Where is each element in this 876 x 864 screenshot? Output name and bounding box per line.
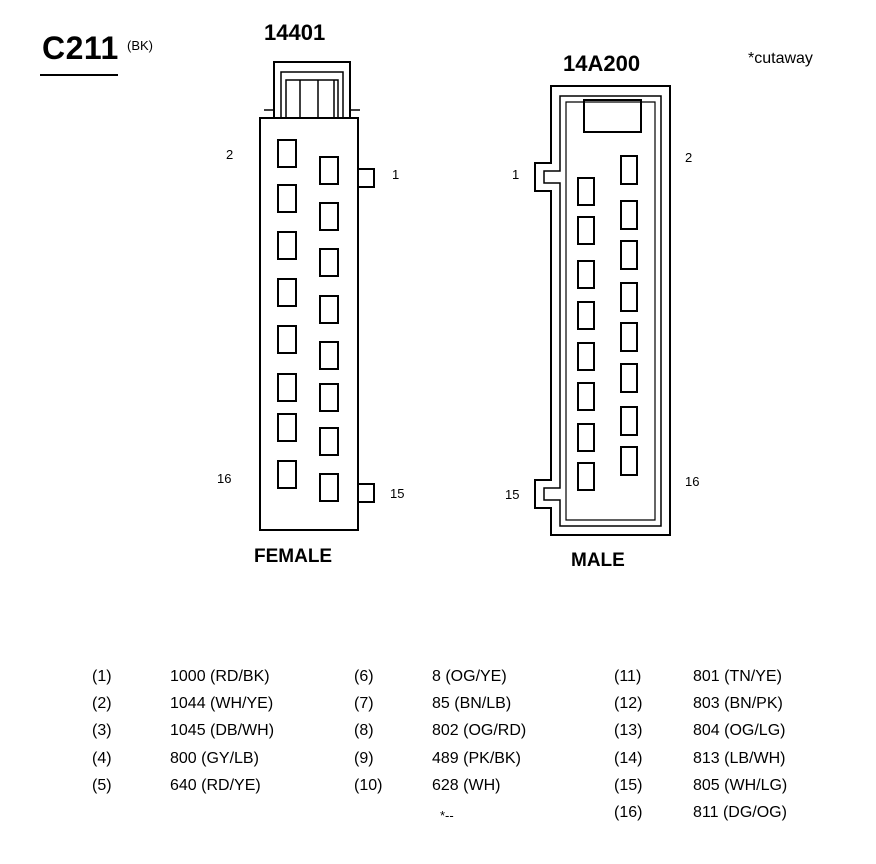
pinout-pin-number: (12): [614, 695, 643, 712]
male-pin-label-last-right: 16: [685, 474, 700, 489]
male-cavity: [620, 363, 638, 393]
male-pin-label-first-right: 2: [685, 150, 693, 165]
pinout-pin-number: (15): [614, 777, 643, 794]
male-cavity: [577, 423, 595, 452]
pinout-circuit: 1045 (DB/WH): [170, 722, 275, 739]
connector-id-underline: [40, 74, 118, 76]
male-cavities: [577, 155, 638, 491]
pinout-pin-number: (8): [354, 722, 374, 739]
female-key-top: [357, 168, 375, 188]
pinout-pin-number: (1): [92, 668, 112, 685]
female-pin-label-first-right: 1: [392, 167, 400, 182]
male-label: MALE: [571, 550, 625, 571]
female-cavity: [319, 383, 339, 412]
cutaway-note: *cutaway: [748, 50, 813, 67]
pinout-pin-number: (11): [614, 668, 642, 685]
male-cavity: [577, 382, 595, 411]
male-cavity: [577, 462, 595, 491]
pinout-pin-number: (7): [354, 695, 374, 712]
pinout-circuit: 804 (OG/LG): [693, 722, 786, 739]
male-outer-shell: [534, 85, 671, 536]
male-top-window: [583, 99, 642, 133]
male-pin-label-first-left: 1: [512, 167, 520, 182]
pinout-pin-number: (13): [614, 722, 643, 739]
female-cavity: [277, 460, 297, 489]
pinout-pin-number: (4): [92, 750, 112, 767]
pinout-circuit: 8 (OG/YE): [432, 668, 507, 685]
female-cavity: [277, 184, 297, 213]
female-cavity: [277, 373, 297, 402]
pinout-pin-number: (3): [92, 722, 112, 739]
pinout-pin-number: (14): [614, 750, 643, 767]
female-connector: [259, 61, 375, 531]
pinout-circuit: 489 (PK/BK): [432, 750, 521, 767]
female-pin-label-first-left: 2: [226, 147, 234, 162]
pinout-circuit: 803 (BN/PK): [693, 695, 783, 712]
pinout-circuit: 801 (TN/YE): [693, 668, 782, 685]
pinout-circuit: 813 (LB/WH): [693, 750, 786, 767]
male-cavity: [577, 216, 595, 245]
female-cavity: [319, 202, 339, 231]
connector-color: (BK): [127, 38, 153, 53]
male-cavity: [620, 155, 638, 185]
pinout-pin-number: (9): [354, 750, 374, 767]
male-cavity: [620, 240, 638, 270]
pinout-circuit: 1000 (RD/BK): [170, 668, 270, 685]
male-cavity: [620, 200, 638, 230]
female-cavity: [319, 248, 339, 277]
female-pin-label-last-right: 15: [390, 486, 405, 501]
female-cavity: [319, 427, 339, 456]
pinout-pin-number: (5): [92, 777, 112, 794]
pinout-footnote: *--: [440, 808, 454, 823]
connector-id: C211: [42, 30, 119, 66]
pinout-circuit: 805 (WH/LG): [693, 777, 788, 794]
female-key-bottom: [357, 483, 375, 503]
pinout-pin-number: (6): [354, 668, 374, 685]
male-cavity: [620, 282, 638, 312]
pinout-circuit: 800 (GY/LB): [170, 750, 259, 767]
pinout-circuit: 85 (BN/LB): [432, 695, 512, 712]
female-cavity: [277, 413, 297, 442]
pinout-circuit: 802 (OG/RD): [432, 722, 527, 739]
pinout-pin-number: (2): [92, 695, 112, 712]
male-part-number: 14A200: [563, 51, 641, 76]
male-cavity: [577, 177, 595, 206]
pinout-pin-number: (16): [614, 804, 643, 821]
female-cavity: [277, 325, 297, 354]
female-cavity: [319, 341, 339, 370]
pinout-circuit: 628 (WH): [432, 777, 501, 794]
female-latch: [273, 61, 351, 118]
female-cavity: [277, 231, 297, 260]
female-label: FEMALE: [254, 546, 333, 567]
male-pin-label-last-left: 15: [505, 487, 520, 502]
female-part-number: 14401: [264, 20, 326, 45]
pinout-circuit: 1044 (WH/YE): [170, 695, 274, 712]
pinout-circuit: 640 (RD/YE): [170, 777, 261, 794]
female-cavity: [319, 473, 339, 502]
female-pin-label-last-left: 16: [217, 471, 232, 486]
male-cavity: [577, 342, 595, 371]
male-connector: [534, 85, 671, 536]
female-cavity: [277, 278, 297, 307]
female-cavity: [319, 156, 339, 185]
male-cavity: [577, 260, 595, 289]
male-inner-shell: [543, 95, 662, 527]
female-body: [259, 117, 359, 531]
male-cavity: [577, 301, 595, 330]
female-cavity: [277, 139, 297, 168]
male-cavity: [620, 446, 638, 476]
pinout-circuit: 811 (DG/OG): [693, 804, 787, 821]
male-cavity: [620, 322, 638, 352]
female-cavity: [319, 295, 339, 324]
pinout-pin-number: (10): [354, 777, 383, 794]
male-inner-wall: [565, 101, 656, 521]
male-cavity: [620, 406, 638, 436]
female-cavities: [277, 139, 339, 502]
